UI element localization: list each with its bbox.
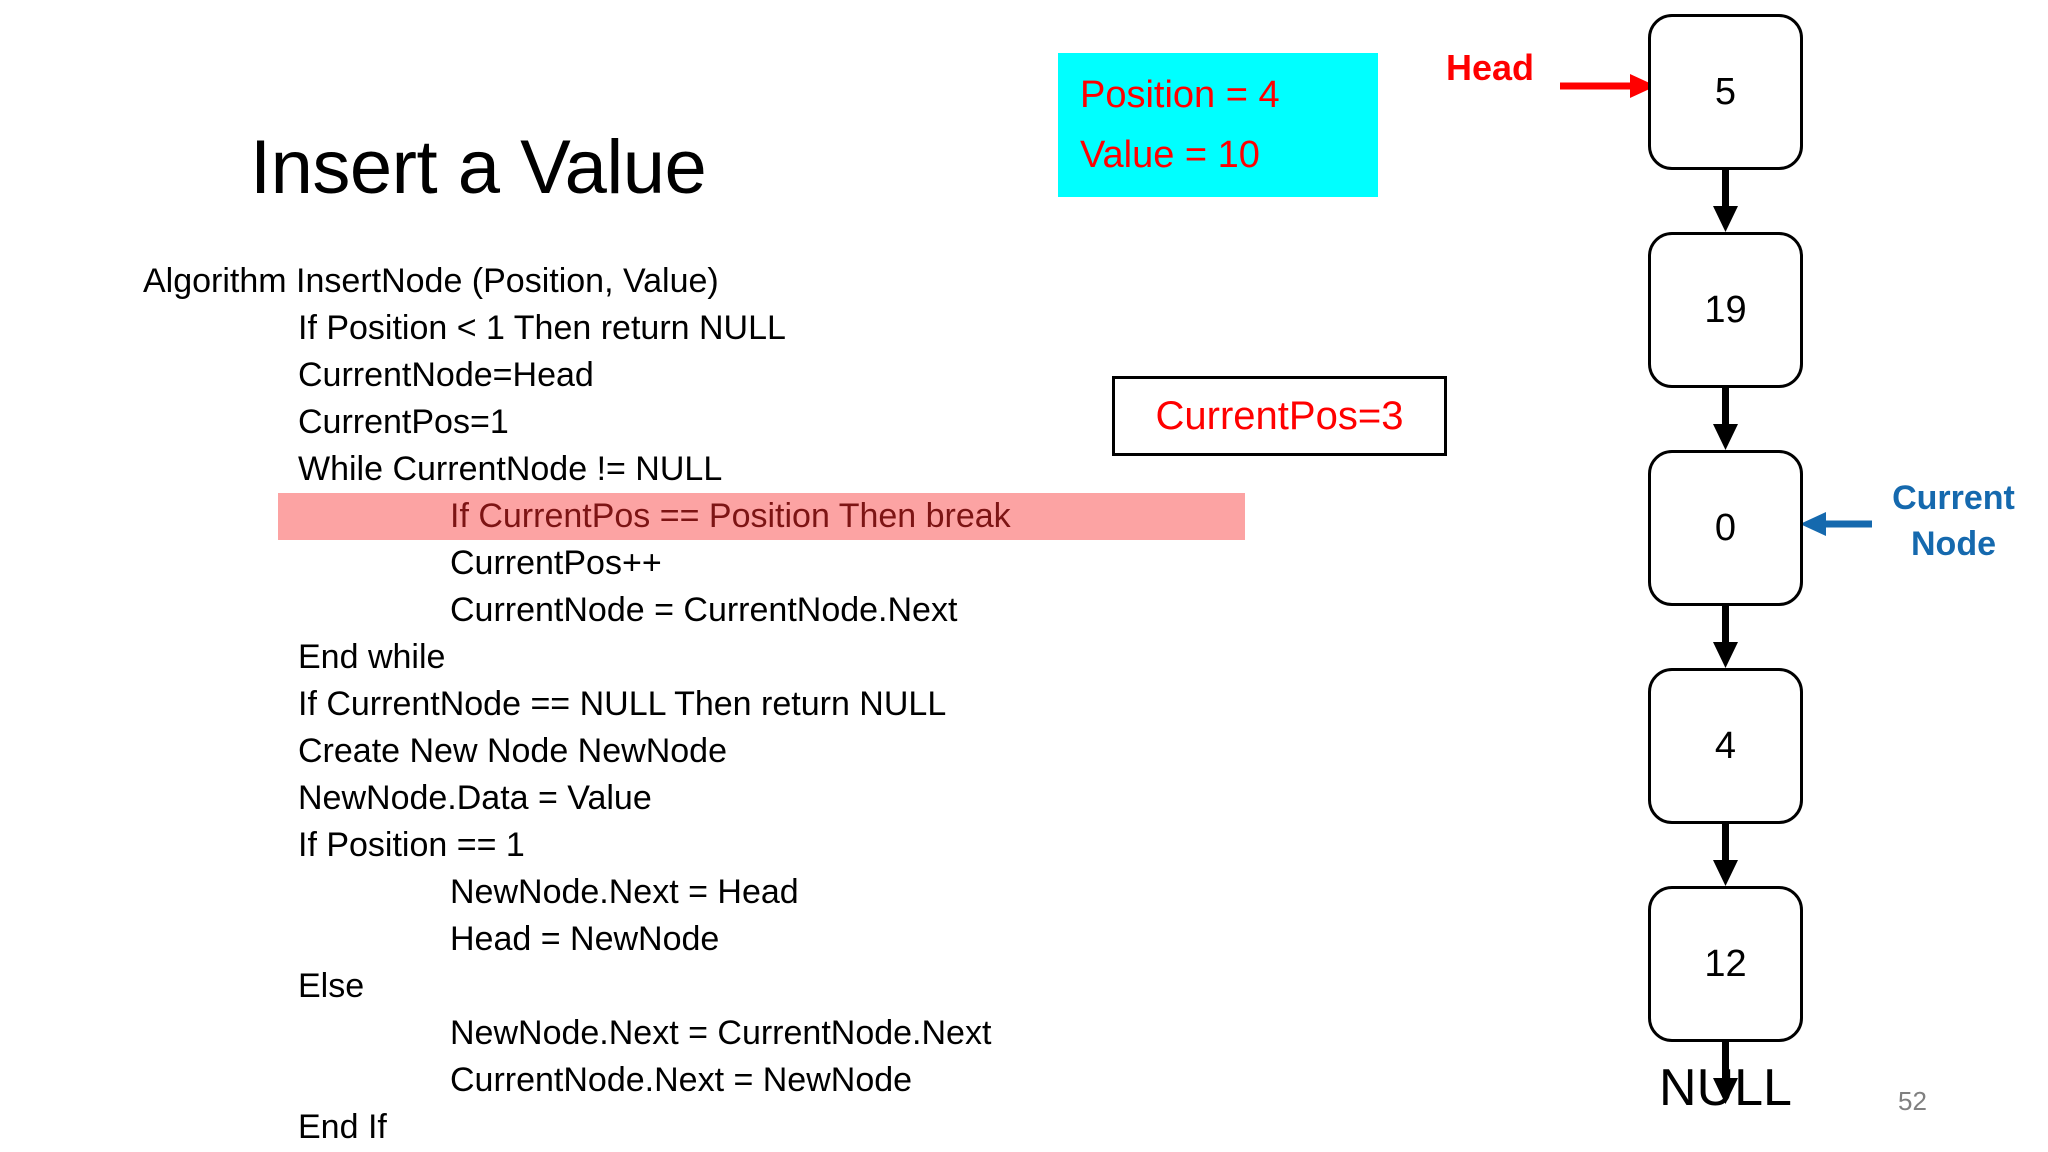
currentpos-callout-box: CurrentPos=3 [1112,376,1447,456]
code-line-text: If Position == 1 [298,826,525,864]
code-line-text: If Position < 1 Then return NULL [298,309,786,347]
code-line: If Position == 1 [143,822,1103,869]
head-arrow-icon [1560,74,1656,98]
code-line: End If [143,1104,1103,1151]
linked-list-node-value: 0 [1714,507,1737,549]
parameter-value: Value = 10 [1080,134,1260,176]
node-link-arrow-icon [1713,388,1738,450]
code-line: NewNode.Data = Value [143,775,1103,822]
code-line-text: End If [298,1108,387,1146]
code-line: While CurrentNode != NULL [143,446,1103,493]
linked-list-node-value: 5 [1714,71,1737,113]
code-line: Head = NewNode [143,916,1103,963]
code-line-text: If CurrentPos == Position Then break [450,497,1011,535]
code-line: CurrentNode = CurrentNode.Next [143,587,1103,634]
null-terminator-label: NULL [1659,1059,1792,1117]
code-line-text: Head = NewNode [450,920,720,958]
node-link-arrow-icon [1713,170,1738,232]
node-link-arrow-icon [1713,606,1738,668]
code-line-text: Else [298,967,365,1005]
algorithm-code-block: Algorithm InsertNode (Position, Value) If… [143,258,1245,1151]
code-line-text: Algorithm InsertNode (Position, Value) [143,262,719,300]
code-line-text: CurrentNode=Head [298,356,594,394]
code-line: Create New Node NewNode [143,728,1103,775]
node-link-arrow-icon [1713,824,1738,886]
current-node-pointer-label: Current Node [1866,475,2041,567]
code-line-text: If CurrentNode == NULL Then return NULL [298,685,947,723]
code-line: If CurrentPos == Position Then break [278,493,1245,540]
code-line: CurrentPos++ [143,540,1103,587]
code-line-text: CurrentNode.Next = NewNode [450,1061,913,1099]
code-line-text: CurrentPos=1 [298,403,509,441]
code-line: If CurrentNode == NULL Then return NULL [143,681,1103,728]
code-line-text: CurrentPos++ [450,544,662,582]
code-line: End while [143,634,1103,681]
linked-list-node: 19 [1648,232,1803,388]
linked-list-node: 5 [1648,14,1803,170]
linked-list-node: 0 [1648,450,1803,606]
linked-list-node-value: 12 [1704,943,1747,985]
code-line-text: Create New Node NewNode [298,732,727,770]
code-line: Else [143,963,1103,1010]
code-line: NewNode.Next = Head [143,869,1103,916]
code-line: NewNode.Next = CurrentNode.Next [143,1010,1103,1057]
node-link-arrow-icon [1713,1042,1738,1104]
linked-list-node: 12 [1648,886,1803,1042]
current-node-label-line2: Node [1911,525,1996,563]
code-line-text: NewNode.Next = CurrentNode.Next [450,1014,992,1052]
parameters-info-box: Position = 4 Value = 10 [1058,53,1378,197]
current-node-label-line1: Current [1892,479,2015,517]
parameter-position: Position = 4 [1080,74,1280,116]
code-line-text: End while [298,638,446,676]
code-line-text: CurrentNode = CurrentNode.Next [450,591,958,629]
code-line-text: NewNode.Data = Value [298,779,652,817]
head-pointer-label: Head [1446,47,1535,88]
linked-list-node-value: 4 [1714,725,1737,767]
code-line: CurrentNode=Head [143,352,1103,399]
current-node-arrow-icon [1800,512,1872,536]
page-title: Insert a Value [250,125,707,210]
linked-list-diagram: 5 19 0 4 12 [1648,14,1808,1104]
currentpos-text: CurrentPos=3 [1155,393,1404,438]
code-line-text: While CurrentNode != NULL [298,450,723,488]
code-line: Algorithm InsertNode (Position, Value) [143,258,1103,305]
code-line-text: NewNode.Next = Head [450,873,799,911]
linked-list-node-value: 19 [1704,289,1747,331]
code-line: CurrentPos=1 [143,399,1103,446]
code-line: CurrentNode.Next = NewNode [143,1057,1103,1104]
linked-list-node: 4 [1648,668,1803,824]
slide-number: 52 [1898,1086,1927,1116]
code-line: If Position < 1 Then return NULL [143,305,1103,352]
